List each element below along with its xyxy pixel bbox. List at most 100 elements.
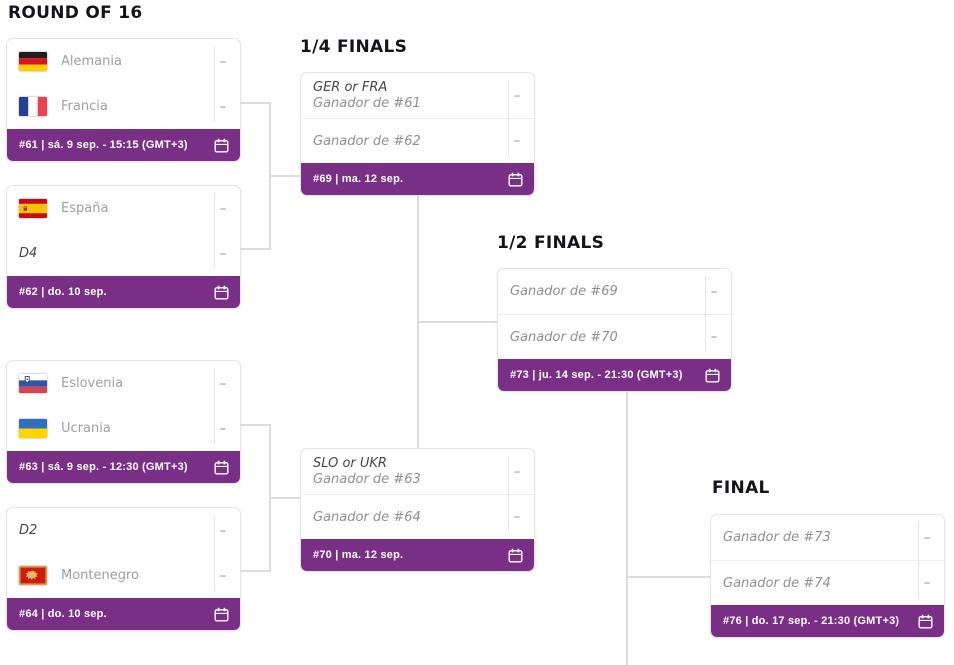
calendar-icon[interactable] <box>507 547 523 563</box>
score-divider <box>705 276 706 352</box>
team-placeholder: D2 <box>19 523 38 538</box>
score-value: – <box>513 133 521 149</box>
connector-line <box>628 576 712 578</box>
match-footer-label: #73 | ju. 14 sep. - 21:30 (GMT+3) <box>510 369 683 381</box>
match-body: Ganador de #69 – Ganador de #70 – <box>498 269 731 359</box>
match-footer: #61 | sá. 9 sep. - 15:15 (GMT+3) <box>7 129 240 161</box>
team-slot: Ganador de #62 – <box>301 118 534 163</box>
score-value: – <box>923 530 931 545</box>
montenegro-flag-icon <box>19 566 47 585</box>
calendar-icon[interactable] <box>917 613 933 629</box>
team-placeholder: Ganador de #70 <box>510 329 618 345</box>
score-value: – <box>710 284 718 299</box>
germany-flag-icon <box>19 52 47 71</box>
team-placeholder-stack: GER or FRA Ganador de #61 <box>313 80 421 112</box>
connector-line <box>417 195 419 448</box>
score-divider <box>918 522 919 598</box>
team-placeholder: Ganador de #74 <box>723 575 831 591</box>
slovenia-flag-icon <box>19 374 47 393</box>
team-placeholder-sub: Ganador de #63 <box>313 471 421 487</box>
score-value: – <box>219 421 227 436</box>
team-name: Montenegro <box>61 568 140 583</box>
match-card-62[interactable]: España – D4 – #62 | do. 10 sep. <box>6 185 241 309</box>
round-title-final: FINAL <box>712 478 770 498</box>
team-placeholder: Ganador de #73 <box>723 530 831 545</box>
score-divider <box>214 193 215 269</box>
calendar-icon[interactable] <box>213 284 229 300</box>
match-card-69[interactable]: GER or FRA Ganador de #61 – Ganador de #… <box>300 72 535 196</box>
calendar-icon[interactable] <box>213 459 229 475</box>
score-value: – <box>513 509 521 525</box>
team-name: España <box>61 201 109 216</box>
match-card-61[interactable]: Alemania – Francia – #61 | sá. 9 sep. - … <box>6 38 241 162</box>
connector-line <box>269 424 271 572</box>
connector-line <box>269 102 271 250</box>
score-value: – <box>219 246 227 261</box>
score-value: – <box>219 376 227 391</box>
match-footer-label: #69 | ma. 12 sep. <box>313 173 404 185</box>
score-divider <box>214 515 215 591</box>
match-card-73[interactable]: Ganador de #69 – Ganador de #70 – #73 | … <box>497 268 732 392</box>
match-footer: #63 | sá. 9 sep. - 12:30 (GMT+3) <box>7 451 240 483</box>
score-value: – <box>219 201 227 216</box>
team-placeholder: Ganador de #62 <box>313 133 421 149</box>
match-card-70[interactable]: SLO or UKR Ganador de #63 – Ganador de #… <box>300 448 535 572</box>
match-footer-label: #63 | sá. 9 sep. - 12:30 (GMT+3) <box>19 461 188 473</box>
match-card-63[interactable]: Eslovenia – Ucrania – #63 | sá. 9 sep. -… <box>6 360 241 484</box>
score-value: – <box>219 568 227 583</box>
connector-line <box>271 175 302 177</box>
team-name: Eslovenia <box>61 376 124 391</box>
team-slot: GER or FRA Ganador de #61 – <box>301 73 534 118</box>
score-value: – <box>923 575 931 591</box>
team-placeholder: Ganador de #64 <box>313 509 421 525</box>
round-title-quarter-finals: 1/4 FINALS <box>300 37 408 57</box>
round-title-round-of-16: ROUND OF 16 <box>8 3 143 23</box>
connector-line <box>240 102 271 104</box>
match-footer-label: #64 | do. 10 sep. <box>19 608 107 620</box>
team-name: Ucrania <box>61 421 111 436</box>
team-slot: Eslovenia – <box>7 361 240 406</box>
match-body: GER or FRA Ganador de #61 – Ganador de #… <box>301 73 534 163</box>
team-slot: Montenegro – <box>7 553 240 598</box>
match-footer: #76 | do. 17 sep. - 21:30 (GMT+3) <box>711 605 944 637</box>
match-footer: #70 | ma. 12 sep. <box>301 539 534 571</box>
calendar-icon[interactable] <box>704 367 720 383</box>
round-title-semi-finals: 1/2 FINALS <box>497 233 605 253</box>
match-body: SLO or UKR Ganador de #63 – Ganador de #… <box>301 449 534 539</box>
team-slot: D2 – <box>7 508 240 553</box>
match-footer-label: #76 | do. 17 sep. - 21:30 (GMT+3) <box>723 615 900 627</box>
team-slot: Ganador de #73 – <box>711 515 944 560</box>
team-placeholder: Ganador de #69 <box>510 284 618 299</box>
score-divider <box>508 80 509 156</box>
score-value: – <box>219 523 227 538</box>
team-slot: Ganador de #64 – <box>301 494 534 539</box>
match-footer-label: #61 | sá. 9 sep. - 15:15 (GMT+3) <box>19 139 188 151</box>
team-slot: Ganador de #74 – <box>711 560 944 605</box>
connector-line <box>240 424 271 426</box>
team-name: Alemania <box>61 54 122 69</box>
score-value: – <box>219 54 227 69</box>
team-slot: Alemania – <box>7 39 240 84</box>
match-footer: #73 | ju. 14 sep. - 21:30 (GMT+3) <box>498 359 731 391</box>
connector-line <box>271 497 302 499</box>
calendar-icon[interactable] <box>213 137 229 153</box>
connector-line <box>419 321 499 323</box>
match-card-76[interactable]: Ganador de #73 – Ganador de #74 – #76 | … <box>710 514 945 638</box>
france-flag-icon <box>19 97 47 116</box>
match-body: España – D4 – <box>7 186 240 276</box>
calendar-icon[interactable] <box>507 171 523 187</box>
match-footer: #69 | ma. 12 sep. <box>301 163 534 195</box>
match-footer: #64 | do. 10 sep. <box>7 598 240 630</box>
ukraine-flag-icon <box>19 419 47 438</box>
team-placeholder-sub: Ganador de #61 <box>313 95 421 111</box>
connector-line <box>240 570 271 572</box>
match-body: Ganador de #73 – Ganador de #74 – <box>711 515 944 605</box>
score-divider <box>508 456 509 532</box>
match-card-64[interactable]: D2 – Montenegro – #64 | do. 10 sep. <box>6 507 241 631</box>
score-value: – <box>219 99 227 114</box>
match-body: Alemania – Francia – <box>7 39 240 129</box>
match-body: Eslovenia – Ucrania – <box>7 361 240 451</box>
calendar-icon[interactable] <box>213 606 229 622</box>
match-footer: #62 | do. 10 sep. <box>7 276 240 308</box>
team-name: Francia <box>61 99 108 114</box>
